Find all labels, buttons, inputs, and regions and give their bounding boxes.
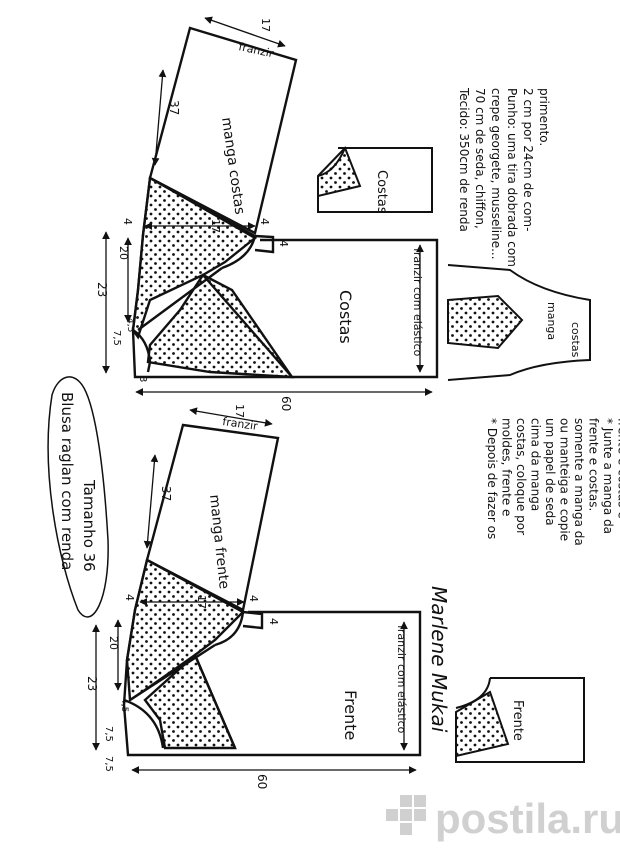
instruction-line: * Junte a manga da [601,418,615,534]
title-block: Blusa raglan com renda Tamanho 36 [47,376,109,618]
joined-sleeve-label: manga [545,302,558,340]
back-m4c: 4 [277,240,290,247]
back-m60: 60 [279,396,293,411]
thumb-back-lace [317,146,362,198]
materials-line: Tecido: 350cm de renda [457,87,471,232]
joined-sleeve-lace [447,294,524,350]
instruction-line: frente e costas e [616,418,620,519]
back-pattern [102,16,439,396]
watermark: postila.ru [386,795,620,842]
back-armhole [221,235,257,270]
joined-sleeve-label2: costas [569,322,582,358]
materials-line: Punho: uma tira dobrada com [505,88,519,267]
materials-line: primento. [537,88,551,146]
instruction-line: moldes, frente e [500,418,514,516]
dim-back-37 [151,69,167,166]
front-cuff-mark [242,610,264,630]
back-m20: 20 [117,246,130,260]
front-m4_5: 4,5 [119,698,129,712]
thumb-front-label: Frente [510,700,525,741]
instruction-line: ou manteiga e copie [558,418,572,541]
watermark-text: postila.ru [435,795,620,842]
dim-back-17 [204,16,286,48]
thumb-joined-sleeve: manga costas [447,264,591,381]
back-sleeve-label: manga costas [218,116,247,215]
thumb-back-label: Costas [374,170,389,214]
front-sleeve-outline [145,423,280,612]
thumb-front-lace [455,690,510,758]
front-body-label: Frente [341,690,360,740]
instruction-line: cima da manga [529,418,543,511]
back-body-label: Costas [336,290,355,344]
back-m3: 3 [137,376,148,382]
front-m4c: 4 [267,618,280,625]
signature: Marlene Mukai [427,586,451,733]
back-m23: 23 [95,282,109,297]
back-sleeve-gather: franzir [237,40,275,60]
back-m7_5: 7,5 [111,330,122,346]
front-pattern [92,407,422,774]
front-m37: 37 [159,486,173,501]
back-body-gather: franzir com elástico [411,248,424,357]
title-line1: Blusa raglan com renda [58,392,76,570]
back-m17b: 17 [209,219,222,233]
back-seam-1 [137,267,223,331]
instruction-line: frente e costas. [587,418,601,511]
back-body-outline [131,177,439,379]
back-m4b: 4 [258,218,271,225]
back-m4_5: 4,5 [125,318,135,332]
front-m4b: 4 [247,595,260,602]
front-sleeve-label: manga frente [206,494,232,590]
back-m37: 37 [167,100,181,115]
watermark-logo [386,795,426,835]
front-neckline [123,698,165,749]
thumb-back-outline [317,147,433,213]
instruction-line: um papel de seda [543,418,557,526]
materials-line: crepe georgete, musseline... [489,88,503,260]
instruction-line: * Depois de fazer os [485,418,499,539]
thumb-front: Frente [455,677,585,763]
front-seam-1 [129,643,216,702]
front-m20: 20 [107,636,120,650]
front-m17: 17 [233,404,246,418]
thumb-back: Costas [317,146,433,214]
instruction-line: costas, coloque por [514,418,528,535]
back-cuff-mark [254,234,275,254]
front-m60: 60 [255,774,269,789]
front-body-gather: franzir com elástico [395,625,408,734]
dim-front-37 [143,454,159,549]
front-m23: 23 [85,676,99,691]
title-bubble [47,376,109,618]
materials-line: 70 cm de seda, chiffon, [473,88,487,229]
back-neckline [132,329,152,373]
back-lace-area-lower [146,273,295,379]
back-m17: 17 [259,18,272,32]
instruction-line: somente a manga da [572,418,586,546]
front-m7_5b: 7,5 [103,756,114,772]
front-body-outline [122,559,422,757]
front-m17b: 17 [195,595,208,609]
title-line2: Tamanho 36 [80,479,98,572]
materials-line: 2 cm por 24cm de com- [521,88,535,231]
joined-sleeve-outline [447,264,591,381]
front-m4a: 4 [123,594,136,601]
dim-front-17 [189,407,273,427]
back-m4a: 4 [121,218,134,225]
front-m7_5: 7,5 [103,726,114,742]
back-seam-2 [202,274,293,378]
front-seam-2 [193,654,237,749]
front-sleeve-gather: franzir [222,415,259,433]
front-armhole [214,611,245,647]
